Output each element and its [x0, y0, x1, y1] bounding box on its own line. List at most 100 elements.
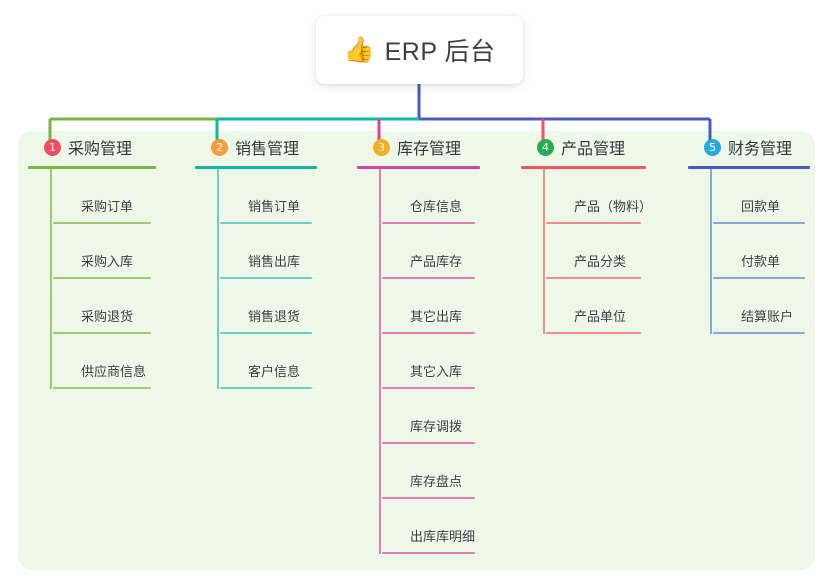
- branch-item-label: 回款单: [741, 199, 781, 214]
- branch-item-label: 客户信息: [248, 364, 301, 379]
- root-node-card[interactable]: 👍 ERP 后台: [316, 16, 523, 84]
- branch-item-label: 采购订单: [81, 199, 134, 214]
- branch-items: 仓库信息产品库存其它出库其它入库库存调拨库存盘点出库库明细: [357, 169, 480, 554]
- branch-item-label: 出库库明细: [410, 529, 476, 544]
- branch-items: 回款单付款单结算账户: [688, 169, 810, 334]
- branch-trunk-line: [710, 169, 712, 334]
- branch-item[interactable]: 客户信息: [220, 334, 317, 389]
- branch-number-badge: 2: [211, 138, 228, 156]
- branch-item-rule: [382, 497, 475, 499]
- branch-title: 产品管理: [561, 141, 626, 158]
- branch-column-4: 4 产品管理产品（物料） 产品分类产品单位: [521, 131, 652, 334]
- root-node-title: ERP 后台: [384, 38, 496, 66]
- branch-header-rule: [195, 166, 317, 169]
- branch-item-label: 产品（物料）: [574, 199, 653, 214]
- branch-item-label: 产品单位: [574, 309, 627, 324]
- branch-item[interactable]: 采购退货: [53, 279, 156, 334]
- branch-item-rule: [382, 222, 475, 224]
- branch-item-rule: [53, 222, 151, 224]
- diagram-panel: [18, 131, 815, 570]
- branch-item-rule: [382, 442, 475, 444]
- branch-item-rule: [220, 222, 312, 224]
- branch-header-rule: [357, 166, 480, 169]
- branch-item[interactable]: 库存调拨: [382, 389, 480, 444]
- branch-item-label: 采购退货: [81, 309, 134, 324]
- branch-item[interactable]: 结算账户: [713, 279, 810, 334]
- branch-title: 采购管理: [68, 141, 133, 158]
- branch-item-rule: [382, 332, 475, 334]
- branch-header-rule: [521, 166, 646, 169]
- branch-columns: 1 采购管理采购订单采购入库采购退货供应商信息 2 销售管理销售订单销售出库销售退货客…: [0, 131, 839, 570]
- branch-items: 采购订单采购入库采购退货供应商信息: [28, 169, 156, 389]
- branch-item-rule: [713, 222, 805, 224]
- branch-item-rule: [546, 222, 641, 224]
- branch-item-label: 其它出库: [410, 309, 463, 324]
- branch-number-badge: 3: [373, 138, 390, 156]
- branch-item-rule: [53, 387, 151, 389]
- branch-item-rule: [546, 277, 641, 279]
- branch-item[interactable]: 产品单位: [546, 279, 646, 334]
- branch-item-rule: [53, 332, 151, 334]
- branch-item-rule: [382, 552, 475, 554]
- branch-title: 销售管理: [235, 141, 300, 158]
- branch-title: 财务管理: [728, 141, 793, 158]
- branch-title: 库存管理: [397, 141, 462, 158]
- branch-item[interactable]: 供应商信息: [53, 334, 156, 389]
- branch-trunk-line: [50, 169, 52, 389]
- branch-items: 销售订单销售出库销售退货客户信息: [195, 169, 317, 389]
- branch-item-label: 结算账户: [741, 309, 794, 324]
- branch-item-rule: [713, 277, 805, 279]
- branch-item[interactable]: 销售订单: [220, 169, 317, 224]
- branch-item[interactable]: 其它入库: [382, 334, 480, 389]
- branch-trunk-line: [379, 169, 381, 554]
- branch-item-label: 销售订单: [248, 199, 301, 214]
- branch-item[interactable]: 销售出库: [220, 224, 317, 279]
- branch-item-label: 供应商信息: [81, 364, 147, 379]
- branch-item[interactable]: 仓库信息: [382, 169, 480, 224]
- branch-item[interactable]: 出库库明细: [382, 499, 480, 554]
- branch-item[interactable]: 产品（物料）: [546, 169, 652, 224]
- branch-item[interactable]: 其它出库: [382, 279, 480, 334]
- branch-number-badge: 1: [44, 138, 61, 156]
- branch-item[interactable]: 库存盘点: [382, 444, 480, 499]
- branch-item-rule: [713, 332, 805, 334]
- branch-item-label: 销售出库: [248, 254, 301, 269]
- branch-number-badge: 4: [537, 138, 554, 156]
- branch-header-rule: [28, 166, 156, 169]
- branch-item[interactable]: 采购入库: [53, 224, 156, 279]
- branch-item[interactable]: 产品库存: [382, 224, 480, 279]
- branch-item-label: 库存盘点: [410, 474, 463, 489]
- branch-item-label: 库存调拨: [410, 419, 463, 434]
- branch-item[interactable]: 销售退货: [220, 279, 317, 334]
- branch-column-2: 2 销售管理销售订单销售出库销售退货客户信息: [195, 131, 317, 389]
- root-node-content: 👍 ERP 后台: [343, 32, 495, 68]
- branch-item[interactable]: 回款单: [713, 169, 810, 224]
- branch-item-rule: [546, 332, 641, 334]
- branch-column-3: 3 库存管理仓库信息产品库存其它出库其它入库库存调拨库存盘点出库库明细: [357, 131, 480, 554]
- branch-item-label: 仓库信息: [410, 199, 463, 214]
- branch-item[interactable]: 采购订单: [53, 169, 156, 224]
- branch-item-label: 付款单: [741, 254, 781, 269]
- branch-item-label: 采购入库: [81, 254, 134, 269]
- branch-header-1[interactable]: 1 采购管理: [28, 131, 156, 163]
- branch-item-rule: [220, 332, 312, 334]
- branch-item-rule: [53, 277, 151, 279]
- branch-item-label: 销售退货: [248, 309, 301, 324]
- thumbs-up-icon: 👍: [343, 35, 375, 64]
- branch-item-rule: [220, 387, 312, 389]
- branch-item-rule: [220, 277, 312, 279]
- branch-item-label: 产品库存: [410, 254, 463, 269]
- branch-item-rule: [382, 387, 475, 389]
- branch-header-2[interactable]: 2 销售管理: [195, 131, 317, 163]
- branch-header-4[interactable]: 4 产品管理: [521, 131, 646, 163]
- branch-item[interactable]: 付款单: [713, 224, 810, 279]
- branch-column-1: 1 采购管理采购订单采购入库采购退货供应商信息: [28, 131, 156, 389]
- branch-header-rule: [688, 166, 810, 169]
- branch-trunk-line: [217, 169, 219, 389]
- branch-item-rule: [382, 277, 475, 279]
- branch-item[interactable]: 产品分类: [546, 224, 646, 279]
- branch-header-3[interactable]: 3 库存管理: [357, 131, 480, 163]
